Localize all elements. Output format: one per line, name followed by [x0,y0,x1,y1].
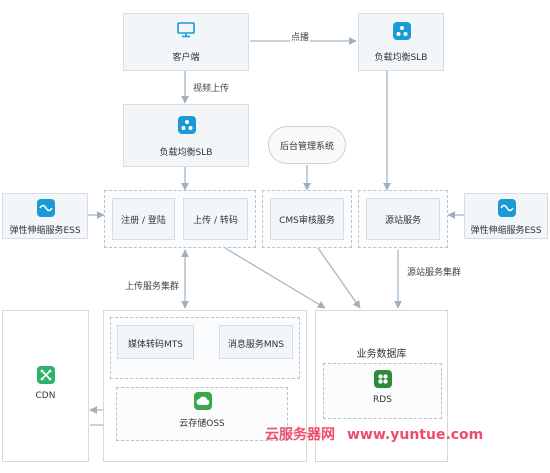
ess-right-node: 弹性伸缩服务ESS [464,193,548,239]
network-icon [393,22,411,40]
cdn-label: CDN [35,391,56,401]
cms-label: CMS审核服务 [279,216,335,226]
backend-node: 后台管理系统 [268,126,346,164]
backend-label: 后台管理系统 [279,142,334,152]
cdn-icon [37,366,55,384]
register-node: 注册 / 登陆 [112,198,175,240]
register-label: 注册 / 登陆 [121,216,166,226]
db-title: 业务数据库 [356,349,407,360]
watermark: 云服务器网 www.yuntue.com [265,424,483,444]
db-group: 业务数据库 RDS [315,310,448,462]
cdn-node: CDN [2,310,89,462]
storage-group: 媒体转码MTS 消息服务MNS 云存储OSS [103,310,307,462]
upload-node: 上传 / 转码 [183,198,248,240]
edge-label-origin-cluster: 源站服务集群 [406,265,463,278]
origin-node: 源站服务 [366,198,440,240]
monitor-icon [177,22,195,38]
cms-cluster: CMS审核服务 [262,190,352,248]
origin-cluster: 源站服务 [358,190,448,248]
ess-left-label: 弹性伸缩服务ESS [9,226,81,236]
cloud-storage-icon [194,392,212,410]
edge-upload-db [224,247,326,309]
rds-node: RDS [323,363,442,419]
wave-icon [498,199,516,217]
upload-cluster: 注册 / 登陆 上传 / 转码 [104,190,256,248]
cms-node: CMS审核服务 [270,198,344,240]
origin-label: 源站服务 [384,216,421,226]
database-icon [374,370,392,388]
mns-node: 消息服务MNS [219,325,293,359]
rds-label: RDS [373,395,392,405]
oss-label: 云存储OSS [179,419,225,429]
watermark-cn: 云服务器网 [265,427,335,443]
ess-left-node: 弹性伸缩服务ESS [2,193,88,239]
edge-label-upload-cluster: 上传服务集群 [124,279,181,292]
watermark-url: www.yuntue.com [347,427,484,443]
mts-label: 媒体转码MTS [128,340,183,350]
client-node: 客户端 [123,13,249,71]
mts-node: 媒体转码MTS [117,325,194,359]
network-icon [178,116,196,134]
processing-cluster: 媒体转码MTS 消息服务MNS [110,317,300,379]
mns-label: 消息服务MNS [227,340,285,350]
slb-top-label: 负载均衡SLB [374,53,428,63]
slb-top-node: 负载均衡SLB [358,13,444,71]
client-label: 客户端 [172,53,200,63]
upload-label: 上传 / 转码 [193,216,238,226]
edge-label-play: 点播 [290,30,311,43]
slb-mid-label: 负载均衡SLB [159,148,213,158]
slb-mid-node: 负载均衡SLB [123,104,249,167]
ess-right-label: 弹性伸缩服务ESS [470,226,542,236]
wave-icon [37,199,55,217]
oss-node: 云存储OSS [116,387,288,441]
edge-label-video-upload: 视频上传 [192,81,231,94]
edge-cms-db [317,247,361,309]
